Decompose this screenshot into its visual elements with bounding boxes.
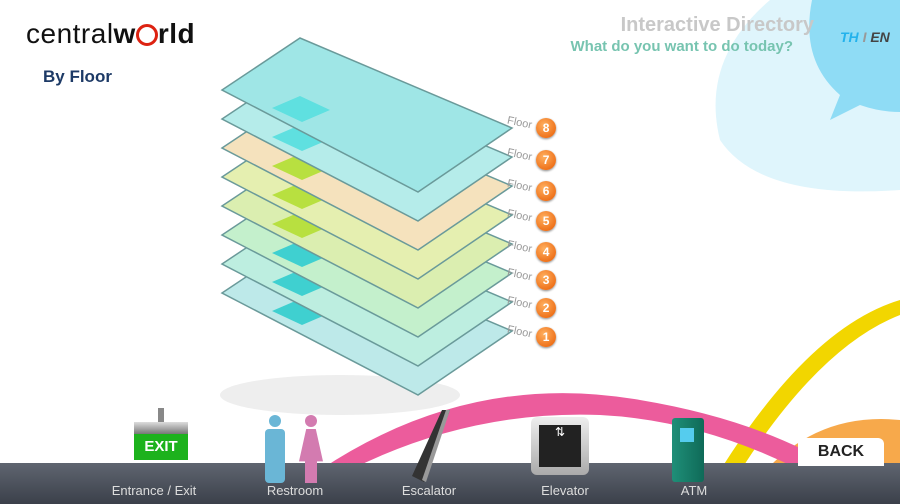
floor-label: Floor [506,323,534,341]
page-subtitle: What do you want to do today? [570,38,793,55]
floor-plate-8[interactable] [220,37,514,193]
floor-number-badge: 2 [536,298,557,318]
floor-label: Floor [506,207,534,225]
nav-escalator[interactable]: Escalator [401,483,457,498]
floor-highlight-zone [272,154,330,180]
nav-atm[interactable]: ATM [680,483,708,498]
floor-label: Floor [506,238,534,256]
bottom-nav-bar [0,463,900,504]
floor-label: Floor [506,294,534,312]
floor-number-badge: 5 [536,211,557,231]
page-title: Interactive Directory [620,14,814,36]
nav-elevator[interactable]: Elevator [541,483,589,498]
nav-restroom[interactable]: Restroom [266,483,324,498]
floor-number-badge: 8 [536,118,557,138]
lang-separator: I [862,29,867,45]
floor-number-badge: 6 [536,181,557,201]
floor-highlight-zone [272,96,330,122]
section-title: By Floor [43,67,112,86]
speech-bubble [809,0,900,120]
floor-highlight-zone [272,241,330,267]
floor-label: Floor [506,114,534,132]
logo-ring-icon [135,24,158,46]
floor-label: Floor [506,177,534,195]
lang-en-button[interactable]: EN [870,29,890,45]
floor-highlight-zone [272,212,330,238]
back-button[interactable]: BACK [798,438,884,466]
floor-highlight-zone [272,125,330,151]
floor-label: Floor [506,266,534,284]
floor-number-badge: 1 [536,327,557,347]
exit-sign-text: EXIT [134,434,188,460]
floor-highlight-zone [272,183,330,209]
floor-highlight-zone [272,270,330,296]
nav-entrance-exit[interactable]: Entrance / Exit [111,483,197,498]
atm-icon[interactable] [672,418,704,482]
floor-number-badge: 4 [536,242,557,262]
floor-label: Floor [506,146,534,164]
floor-number-badge: 7 [536,150,557,170]
floor-highlight-zone [272,299,330,325]
exit-sign-icon[interactable]: EXIT [134,408,188,460]
escalator-icon[interactable] [410,410,460,487]
elevator-icon[interactable]: ⇅ [531,417,589,475]
language-switcher: TH I EN [840,29,890,45]
restroom-icon[interactable] [265,415,331,485]
lang-th-button[interactable]: TH [840,29,859,45]
floor-number-badge: 3 [536,270,557,290]
